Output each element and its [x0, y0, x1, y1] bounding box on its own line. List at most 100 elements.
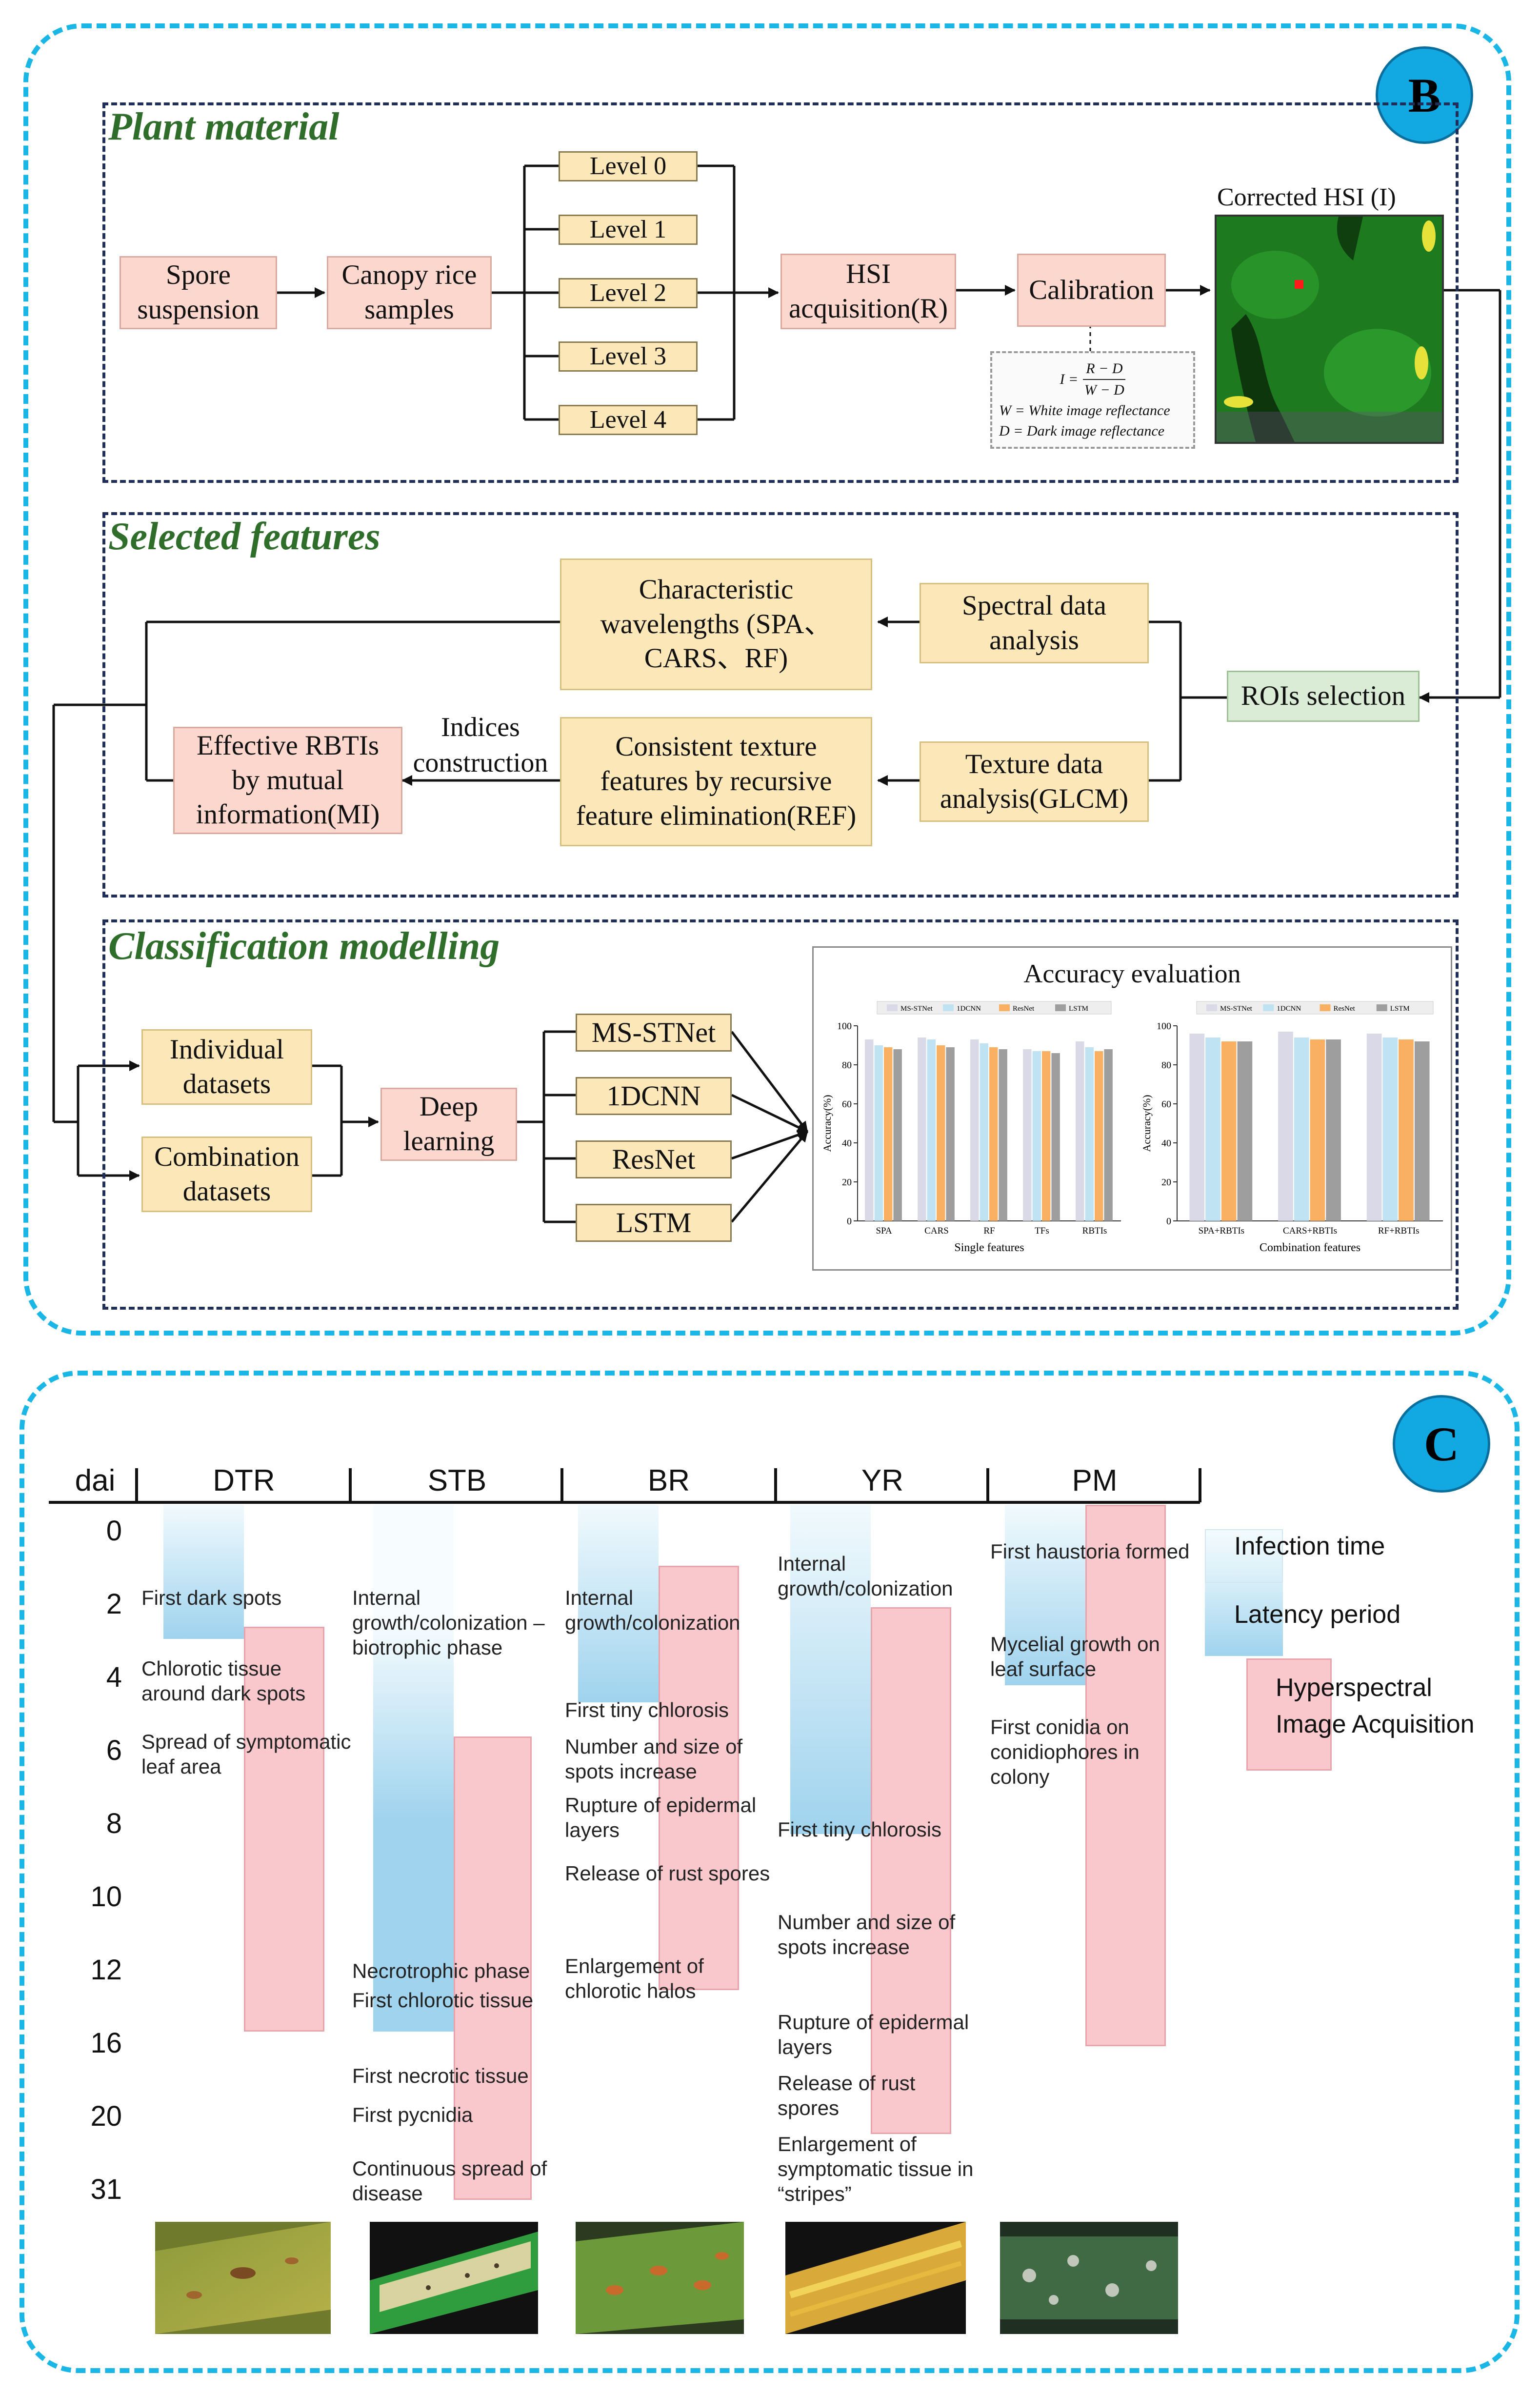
legend-hyperspectral-swatch — [1246, 1658, 1332, 1771]
br-leaf — [576, 2222, 744, 2334]
pm-colony-5 — [1049, 2295, 1059, 2305]
chart-bar — [1237, 1041, 1253, 1221]
model-resnet: ResNet — [576, 1140, 732, 1178]
formula-numerator: R − D — [1083, 359, 1126, 380]
br-pustule-2 — [650, 2266, 667, 2275]
chart-legend-label: 1DCNN — [957, 1005, 981, 1013]
chart-bar — [1399, 1039, 1414, 1221]
chart-x-tick-label: RF+RBTIs — [1378, 1226, 1420, 1236]
br-pustule-3 — [694, 2280, 711, 2290]
chart-bar — [1221, 1041, 1237, 1221]
yr-stripe-1 — [789, 2240, 962, 2298]
chart-legend-swatch — [943, 1004, 954, 1011]
br-pustule-1 — [606, 2285, 623, 2295]
pm-colony-4 — [1146, 2260, 1157, 2271]
chart-y-label: Accuracy(%) — [821, 1095, 833, 1152]
chart-x-tick-label: TFs — [1035, 1226, 1049, 1236]
chart-y-tick-label: 40 — [1161, 1138, 1171, 1149]
calibration-formula: I = R − D W − D W = White image reflecta… — [990, 351, 1195, 449]
chart-bar — [980, 1043, 988, 1221]
hsi-spot — [1295, 280, 1303, 289]
disease-header-yr: YR — [861, 1464, 904, 1497]
br-note: Rupture of epidermal layers — [565, 1794, 757, 1842]
chart-bar — [1104, 1049, 1113, 1221]
chart-x-tick-label: SPA+RBTIs — [1199, 1226, 1245, 1236]
chart-bar — [1051, 1053, 1060, 1221]
chart-legend-label: MS-STNet — [1220, 1005, 1253, 1013]
hsi-image-graphic — [1217, 217, 1442, 442]
chart-legend-swatch — [999, 1004, 1010, 1011]
pm-acquisition-bar — [1085, 1505, 1166, 2046]
br-latency-bar — [578, 1505, 659, 1702]
leaf-photo-br — [576, 2222, 744, 2334]
chart-bar — [1023, 1049, 1032, 1221]
dtr-lesion-1 — [230, 2267, 256, 2279]
chart-y-tick-label: 60 — [842, 1099, 852, 1110]
yr-note: Rupture of epidermal layers — [778, 2011, 969, 2059]
chart-bar — [937, 1045, 945, 1221]
legend-infection-label: Infection time — [1234, 1532, 1385, 1560]
hsi-blob-1 — [1231, 251, 1319, 319]
level-0-box: Level 0 — [559, 151, 698, 181]
model-lstm: LSTM — [576, 1204, 732, 1242]
br-note: First tiny chlorosis — [565, 1698, 729, 1721]
leaf-photo-dtr — [155, 2222, 331, 2334]
panel-c-badge: C — [1393, 1395, 1490, 1493]
disease-header-stb: STB — [427, 1464, 487, 1497]
canopy-rice-box: Canopy rice samples — [327, 256, 492, 329]
dtr-latency-bar — [163, 1505, 244, 1639]
chart-bar — [1326, 1039, 1341, 1221]
chart-x-label: Single features — [954, 1241, 1024, 1254]
pm-latency-bar — [1005, 1505, 1085, 1685]
chart-bar — [1095, 1051, 1103, 1221]
chart-y-label: Accuracy(%) — [1140, 1095, 1153, 1152]
chart-bar — [1366, 1034, 1382, 1221]
chart-y-tick-label: 60 — [1161, 1099, 1171, 1110]
chart-x-tick-label: CARS+RBTIs — [1283, 1226, 1337, 1236]
chart-bar — [1278, 1032, 1293, 1221]
stb-note: Necrotrophic phase — [352, 1959, 530, 1982]
pm-colony-3 — [1105, 2283, 1119, 2297]
yr-acquisition-bar — [871, 1607, 951, 2134]
legend-hyperspectral-label-2: Image Acquisition — [1276, 1710, 1475, 1738]
chart-legend-swatch — [1263, 1004, 1274, 1011]
formula-d-definition: D = Dark image reflectance — [999, 423, 1165, 439]
day-label: 12 — [90, 1954, 122, 1986]
chart-x-tick-label: CARS — [924, 1226, 949, 1236]
chart-y-tick-label: 0 — [847, 1216, 852, 1227]
chart-y-tick-label: 80 — [842, 1060, 852, 1071]
stb-note: Continuous spread of disease — [352, 2157, 547, 2205]
effective-rbtis-box: Effective RBTIs by mutual information(MI… — [173, 727, 402, 834]
stb-note: Internal growth/colonization – biotrophi… — [352, 1586, 545, 1659]
hsi-lesion-1 — [1422, 220, 1436, 252]
pm-note: First haustoria formed — [990, 1540, 1190, 1563]
chart-bar — [1310, 1039, 1325, 1221]
chart-y-tick-label: 100 — [837, 1021, 852, 1032]
characteristic-wavelengths-box: Characteristic wavelengths (SPA、CARS、RF) — [560, 559, 872, 690]
day-label: 31 — [90, 2174, 122, 2205]
deep-learning-box: Deep learning — [380, 1088, 517, 1161]
stb-note: First chlorotic tissue — [352, 1989, 534, 2012]
panel-b-frame — [23, 23, 1511, 1336]
level-1-box: Level 1 — [559, 215, 698, 245]
disease-header-dtr: DTR — [213, 1464, 275, 1497]
accuracy-evaluation-title: Accuracy evaluation — [1023, 959, 1241, 988]
selected-features-title: Selected features — [108, 515, 380, 558]
model-1dcnn: 1DCNN — [576, 1077, 732, 1115]
level-2-box: Level 2 — [559, 278, 698, 308]
stb-pycnidia-1 — [426, 2285, 431, 2290]
legend-hyperspectral-label-1: Hyperspectral — [1276, 1674, 1432, 1702]
chart-legend-box — [1196, 1001, 1434, 1015]
chart-x-tick-label: SPA — [876, 1226, 892, 1236]
stb-note: First necrotic tissue — [352, 2064, 529, 2087]
br-acquisition-bar — [659, 1566, 739, 1990]
plant-material-section — [102, 102, 1459, 483]
rois-selection-box: ROIs selection — [1227, 671, 1420, 722]
yr-note: Release of rust spores — [778, 2072, 916, 2120]
legend-infection-swatch — [1205, 1529, 1283, 1583]
chart-bar — [970, 1039, 979, 1221]
dtr-note: Spread of symptomatic leaf area — [141, 1730, 351, 1778]
pm-colony-1 — [1022, 2269, 1036, 2282]
pm-note: Mycelial growth on leaf surface — [990, 1633, 1160, 1681]
